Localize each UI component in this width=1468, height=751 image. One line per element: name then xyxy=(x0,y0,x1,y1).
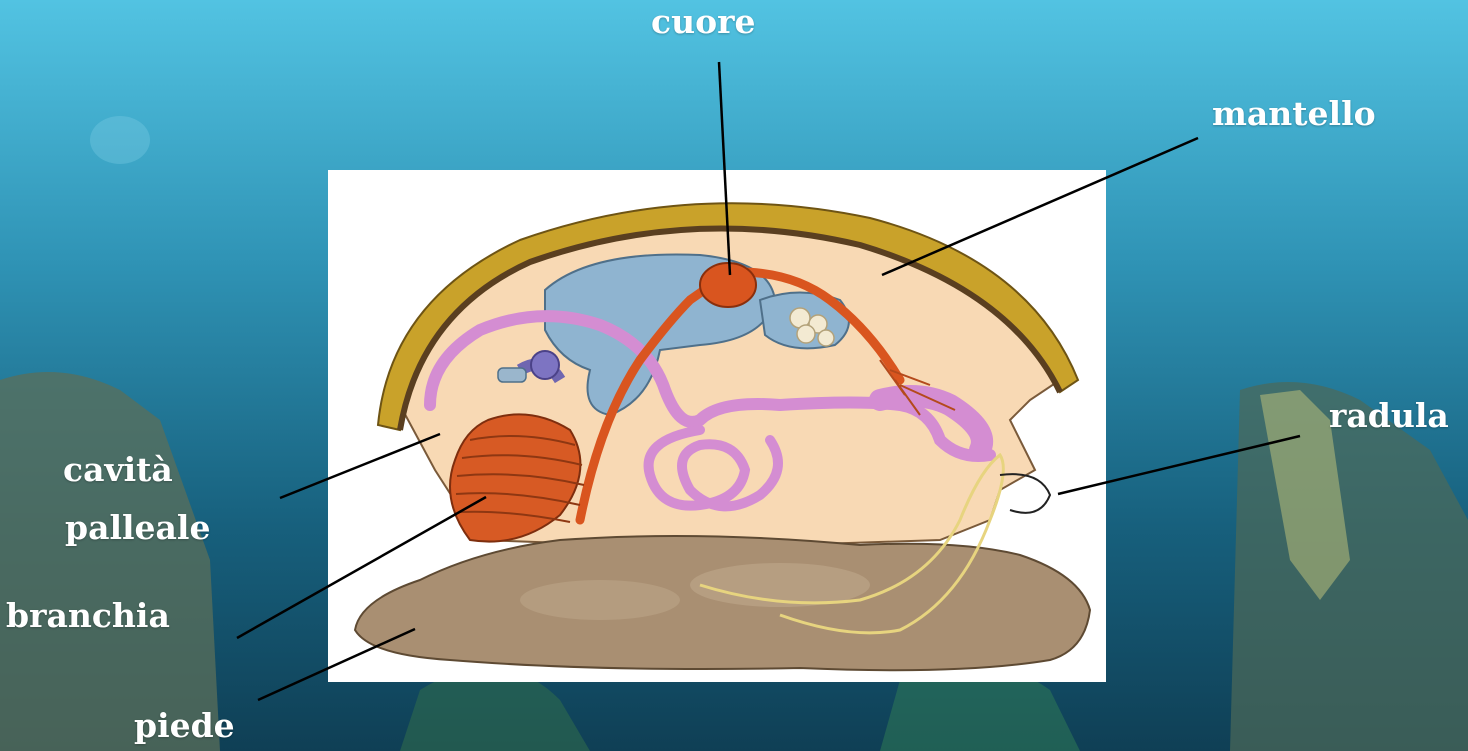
label-cavita-line2: palleale xyxy=(65,508,210,548)
label-radula: radula xyxy=(1329,396,1449,436)
label-mantello: mantello xyxy=(1212,94,1376,134)
heart xyxy=(700,263,756,307)
label-piede: piede xyxy=(134,706,235,746)
label-branchia: branchia xyxy=(6,596,170,636)
label-cuore: cuore xyxy=(651,2,755,42)
label-cavita-line1: cavità xyxy=(63,450,173,490)
